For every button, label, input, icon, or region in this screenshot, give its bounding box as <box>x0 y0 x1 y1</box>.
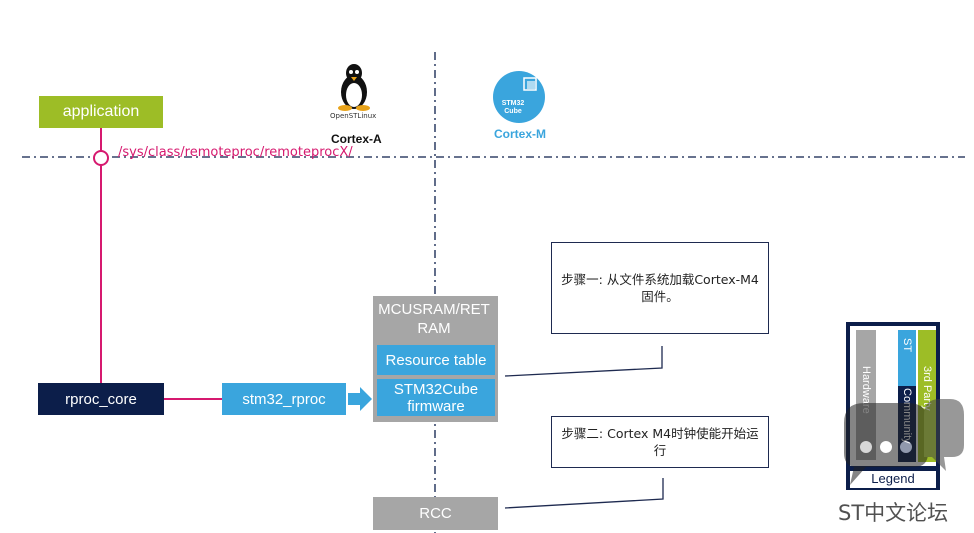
openstlinux-logo-text: OpenSTLinux <box>330 112 377 120</box>
cortex-m-label: Cortex-M <box>494 127 547 141</box>
sysfs-interface-circle <box>93 150 109 166</box>
step1-note: 步骤一: 从文件系统加载Cortex-M4固件。 <box>551 242 769 334</box>
step2-callout <box>504 478 664 509</box>
resource-table-block: Resource table <box>377 345 495 375</box>
legend-third-party-label: 3rd Party <box>921 366 933 411</box>
legend-st-label: ST <box>901 338 913 353</box>
tux-penguin-icon <box>338 64 370 111</box>
rcc-block: RCC <box>373 497 498 530</box>
stm32cube-logo-icon <box>493 71 545 123</box>
rproc-core-block: rproc_core <box>38 383 164 415</box>
legend-hardware-label: Hardware <box>860 366 872 414</box>
legend-title: Legend <box>850 471 936 488</box>
sysfs-path-label: /sys/class/remoteproc/remoteprocX/ <box>118 145 353 160</box>
stm32-rproc-block: stm32_rproc <box>222 383 346 415</box>
cortex-a-label: Cortex-A <box>331 132 382 146</box>
application-block: application <box>39 96 163 128</box>
watermark-text: ST中文论坛 <box>838 501 949 525</box>
step1-callout <box>504 346 663 377</box>
chat-bubble-watermark-icon <box>844 399 964 485</box>
legend-st-swatch <box>898 330 916 386</box>
mcusram-title: MCUSRAM/RETRAM <box>378 301 490 337</box>
step2-note: 步骤二: Cortex M4时钟使能开始运行 <box>551 416 769 468</box>
stm32cube-logo-text: STM32 Cube <box>501 100 525 115</box>
load-arrow <box>348 387 372 411</box>
firmware-block: STM32Cube firmware <box>377 379 495 416</box>
